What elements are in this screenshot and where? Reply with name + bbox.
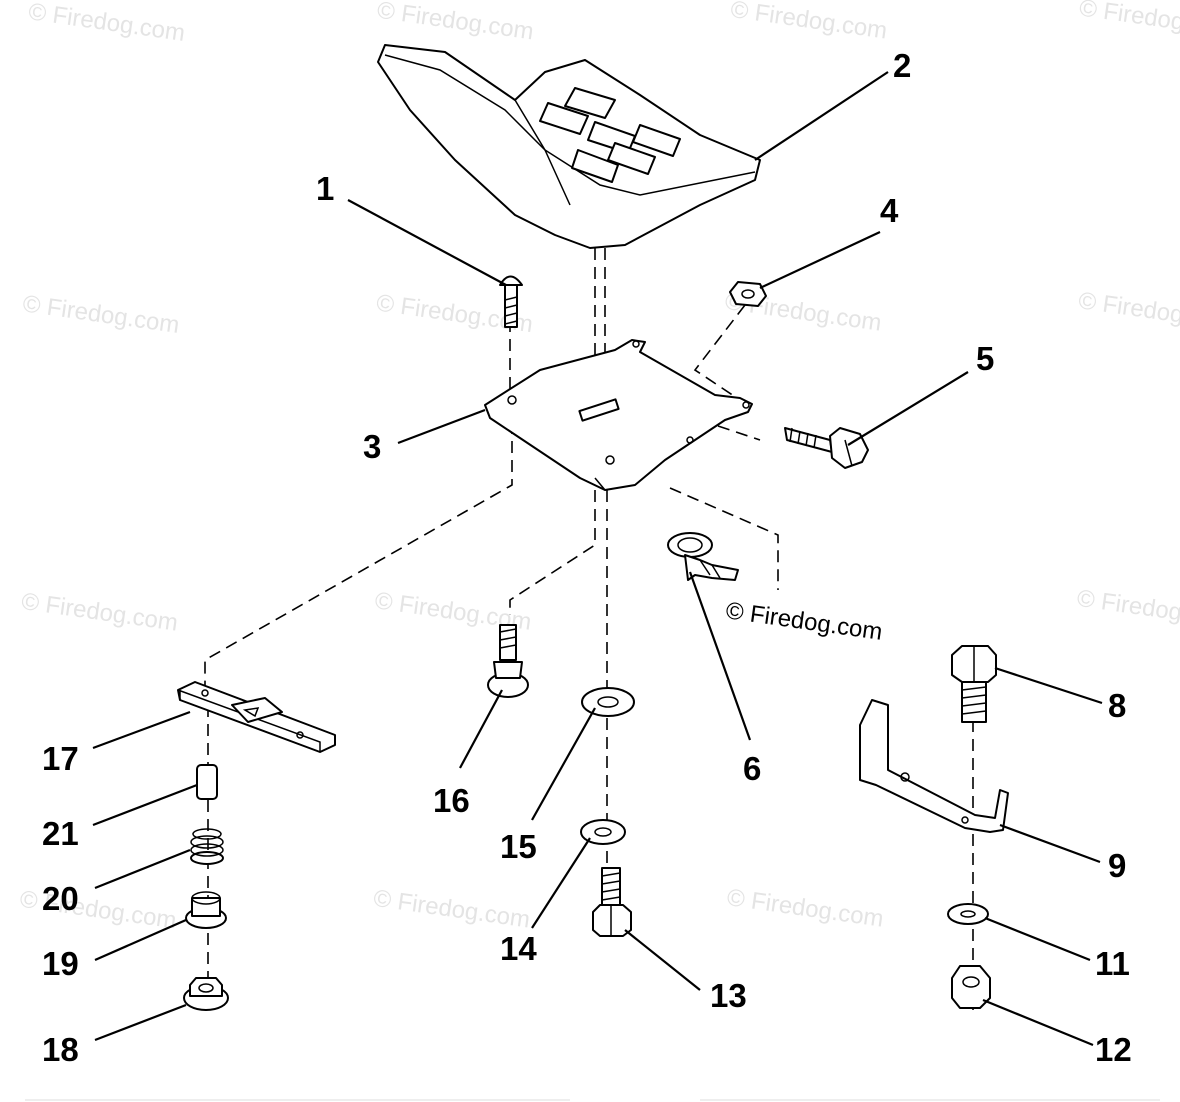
flat-washer-part — [581, 687, 635, 717]
watermark-5: © Firedog.com — [21, 290, 181, 339]
callout-9: 9 — [1108, 847, 1126, 884]
leader-lines — [92, 71, 1103, 1047]
callout-13: 13 — [710, 977, 747, 1014]
callout-2: 2 — [893, 47, 911, 84]
bracket-part — [859, 699, 1009, 833]
callout-18: 18 — [42, 1031, 79, 1068]
watermark-4: © Firedog.com — [1078, 0, 1180, 43]
watermark-14: © Firedog.com — [725, 884, 885, 933]
copyright-label: © Firedog.com — [724, 597, 884, 646]
callout-8: 8 — [1108, 687, 1126, 724]
carriage-bolt-part — [499, 275, 523, 328]
flange-bolt-part — [784, 427, 869, 469]
callout-11: 11 — [1095, 945, 1130, 982]
watermark-3: © Firedog.com — [729, 0, 889, 45]
watermark-2: © Firedog.com — [375, 0, 535, 45]
pin-part — [196, 764, 218, 800]
callout-6: 6 — [743, 750, 761, 787]
watermark-9: © Firedog.com — [20, 588, 180, 637]
seat-part — [377, 44, 761, 249]
hex-bolt-part — [592, 867, 632, 937]
watermark-8: © Firedog.com — [1077, 287, 1180, 336]
callout-15: 15 — [500, 828, 537, 865]
callout-1: 1 — [316, 170, 334, 207]
seat-plate-part — [484, 339, 753, 491]
callout-14: 14 — [500, 930, 537, 967]
spring-part — [190, 828, 224, 865]
callout-4: 4 — [880, 192, 899, 229]
callout-17: 17 — [42, 740, 79, 777]
watermark-11: © Firedog.com — [1075, 585, 1180, 634]
washer-11-part — [947, 903, 989, 925]
latch-plate-part — [177, 681, 336, 753]
watermark-1: © Firedog.com — [27, 0, 187, 47]
nut-part — [729, 281, 767, 307]
shoulder-bolt-part — [487, 624, 529, 698]
flange-nut-part — [183, 977, 229, 1011]
washer-part — [580, 819, 626, 845]
clip-part — [667, 532, 739, 581]
callout-12: 12 — [1095, 1031, 1132, 1068]
callout-19: 19 — [42, 945, 79, 982]
lock-nut-part — [951, 965, 991, 1009]
bushing-part — [185, 891, 227, 929]
watermark-13: © Firedog.com — [372, 885, 532, 934]
callout-3: 3 — [363, 428, 381, 465]
callout-5: 5 — [976, 340, 994, 377]
callout-16: 16 — [433, 782, 470, 819]
callout-20: 20 — [42, 880, 79, 917]
callout-21: 21 — [42, 815, 79, 852]
hex-bolt-8-part — [951, 645, 997, 723]
callout-labels: 1 2 3 4 5 6 8 9 11 12 13 14 15 16 17 18 … — [42, 47, 1132, 1068]
